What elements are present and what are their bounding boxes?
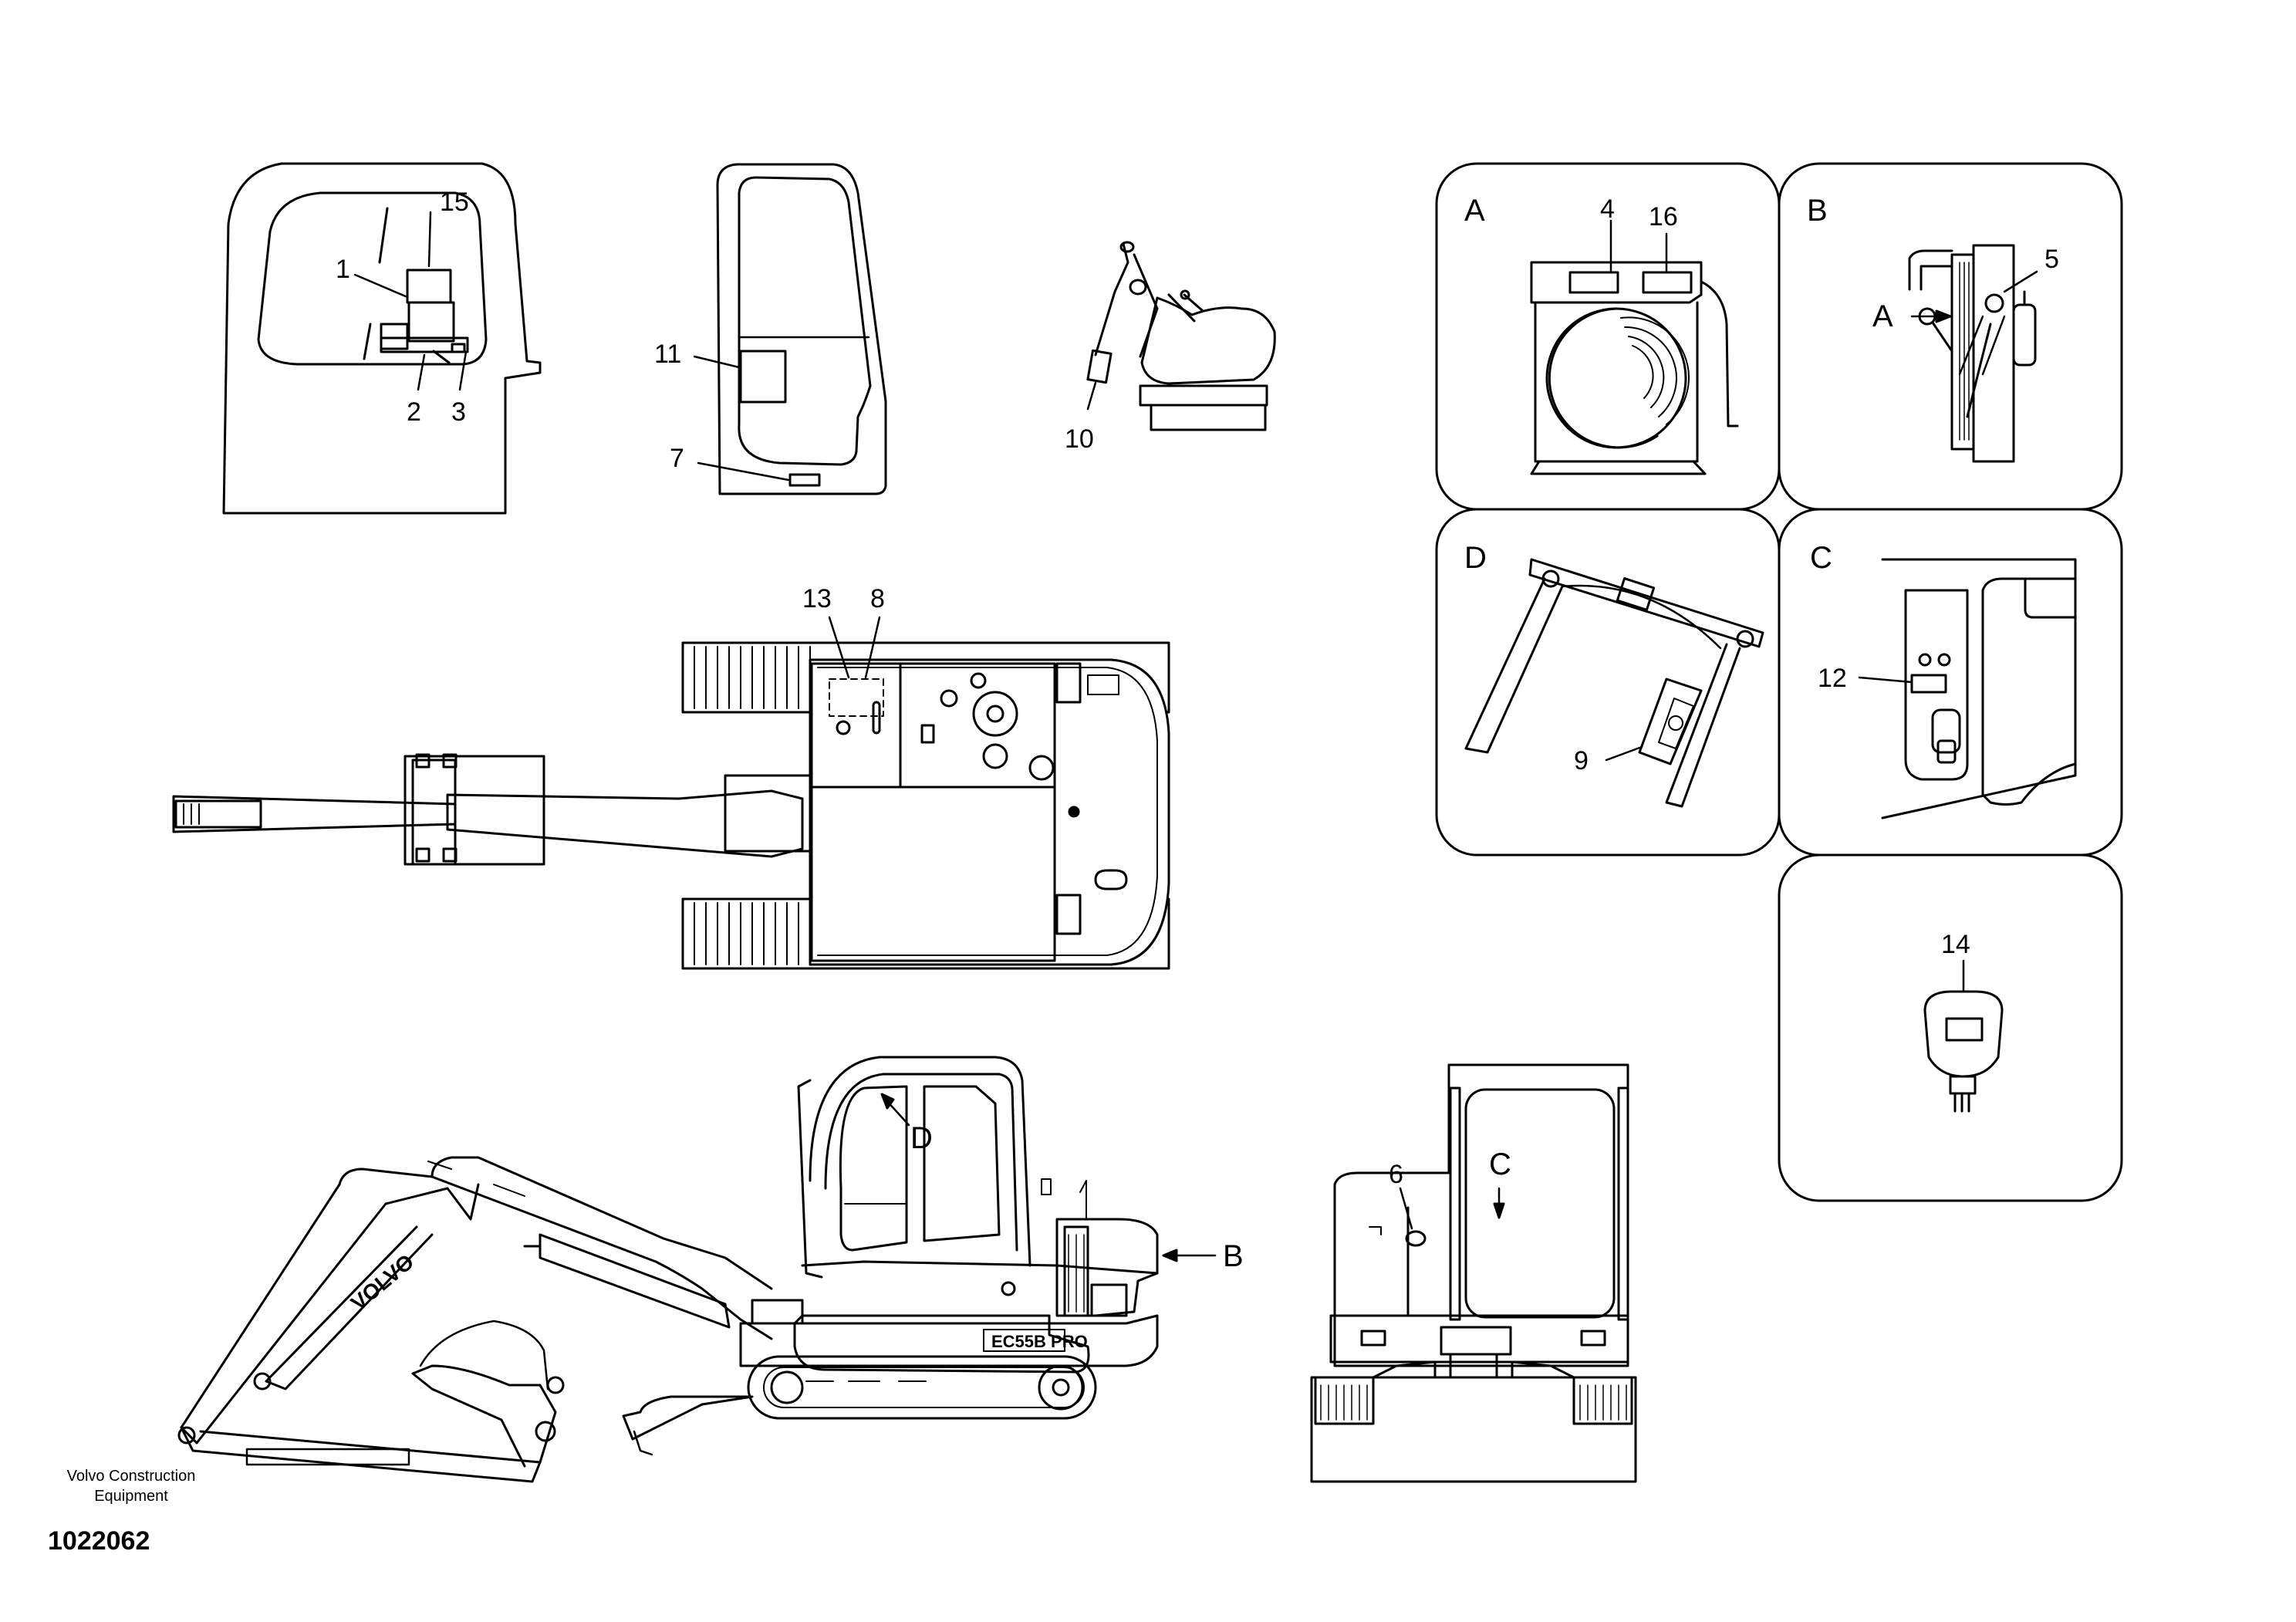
callout-3: 3 (451, 397, 466, 427)
detail-view-d: D 9 (1435, 508, 1781, 857)
view-b-arrow-a-label: A (1872, 299, 1893, 333)
machine-top-view: 13 8 (172, 584, 1170, 970)
arrow-d-label: D (910, 1121, 933, 1155)
view-b-label: B (1807, 194, 1828, 228)
cab-door-view: 11 7 (654, 163, 887, 495)
callout-11: 11 (654, 340, 681, 369)
callout-15: 15 (440, 188, 469, 217)
callout-9: 9 (1574, 746, 1589, 776)
detail-view-b: B A 5 (1778, 162, 2123, 511)
detail-view-a: A 4 16 (1435, 162, 1781, 511)
view-d-label: D (1464, 541, 1487, 575)
boom-brand: VOLVO (346, 1249, 418, 1315)
callout-1: 1 (336, 255, 350, 284)
machine-rear-view: 6 C (1310, 1063, 1637, 1483)
callout-5: 5 (2044, 245, 2059, 274)
callout-13: 13 (802, 584, 832, 613)
callout-6: 6 (1389, 1160, 1403, 1189)
callout-4: 4 (1600, 194, 1615, 224)
callout-2: 2 (407, 397, 421, 427)
callout-12: 12 (1818, 664, 1847, 693)
detail-view-c: C 12 (1778, 508, 2123, 857)
callout-8: 8 (870, 584, 885, 613)
callout-14: 14 (1941, 930, 1970, 959)
callout-10: 10 (1065, 424, 1094, 454)
machine-side-view: VOLVO EC55B PRO D B (177, 1056, 1244, 1483)
cab-rear-window-view: 15 1 2 3 (222, 162, 542, 515)
document-number: 1022062 (48, 1526, 150, 1556)
detail-view-14: 14 (1778, 853, 2123, 1202)
callout-16: 16 (1649, 202, 1678, 231)
callout-7: 7 (670, 444, 684, 473)
arrow-b-label: B (1223, 1239, 1244, 1273)
model-badge: EC55B PRO (991, 1332, 1088, 1351)
view-a-label: A (1464, 194, 1485, 228)
footer: Volvo Construction Equipment 1022062 (31, 1466, 231, 1556)
arrow-c-label: C (1489, 1147, 1511, 1181)
view-c-label: C (1810, 541, 1832, 575)
company-name-line2: Equipment (94, 1488, 168, 1505)
operator-seat-view: 10 (1065, 241, 1276, 454)
company-name-line1: Volvo Construction (66, 1468, 196, 1485)
